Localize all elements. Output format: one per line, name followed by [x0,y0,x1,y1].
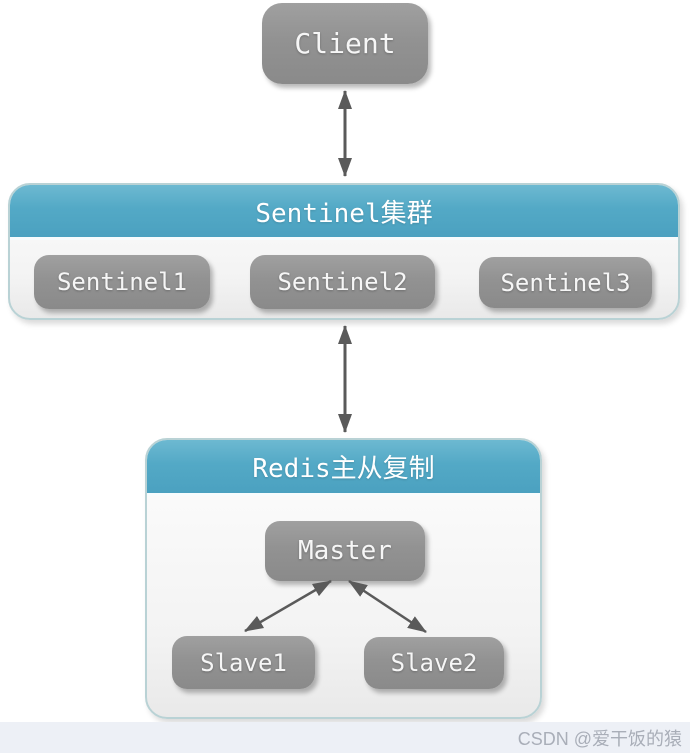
client-label: Client [294,27,396,60]
sentinel2-label: Sentinel2 [277,268,408,296]
sentinel-cluster-container: Sentinel集群 Sentinel1 Sentinel2 Sentinel3 [8,183,680,320]
sentinel-cluster-header: Sentinel集群 [10,185,678,240]
redis-replication-header: Redis主从复制 [147,440,540,496]
slave2-label: Slave2 [390,649,478,677]
slave1-node: Slave1 [172,636,315,689]
master-node: Master [265,521,425,581]
watermark-text: CSDN @爱干饭的猿 [517,728,682,749]
sentinel1-node: Sentinel1 [34,255,210,309]
redis-replication-title: Redis主从复制 [252,454,435,484]
slave1-label: Slave1 [200,648,287,677]
slave2-node: Slave2 [364,637,504,689]
redis-replication-container: Redis主从复制 Master Slave1 Slave2 [145,438,542,719]
sentinel-cluster-title: Sentinel集群 [255,198,433,229]
sentinel2-node: Sentinel2 [250,255,435,309]
sentinel3-label: Sentinel3 [500,268,631,297]
sentinel3-node: Sentinel3 [479,257,652,308]
client-node: Client [262,3,428,84]
sentinel1-label: Sentinel1 [56,268,188,296]
watermark-bar: CSDN @爱干饭的猿 [0,722,690,753]
master-label: Master [298,536,392,566]
